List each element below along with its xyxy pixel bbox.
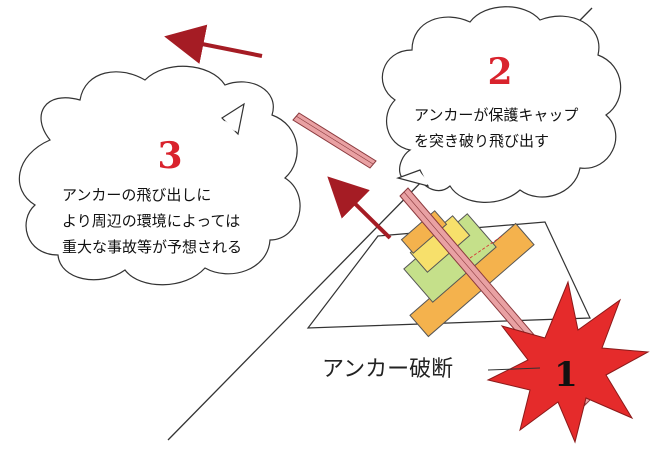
speech-bubble-step-3: 3 アンカーの飛び出しに より周辺の環境によっては 重大な事故等が予想される (18, 65, 301, 286)
fracture-burst: 1 (486, 280, 650, 444)
step-number-1: 1 (554, 355, 578, 395)
bubble-2-outline (381, 6, 622, 203)
fracture-label: アンカー破断 (322, 357, 453, 382)
step-number-3: 3 (157, 135, 182, 177)
bubble-2-line-1: アンカーが保護キャップ (414, 106, 578, 124)
anchor-rod-flying-middle (292, 112, 377, 169)
step-number-2: 2 (487, 51, 512, 93)
anchor-rod-flying-middle-core (295, 115, 374, 165)
fracture-mark-line (469, 235, 503, 259)
speech-bubble-step-2: 2 アンカーが保護キャップ を突き破り飛び出す (381, 6, 622, 203)
bubble-3-tail-join (223, 120, 237, 132)
anchor-block-outline (306, 221, 591, 329)
bubble-3-line-3: 重大な事故等が予想される (62, 238, 242, 256)
fracture-star-icon (486, 280, 650, 444)
flight-arrow-top (164, 24, 263, 64)
bubble-3-line-1: アンカーの飛び出しに (62, 186, 211, 204)
bubble-3-line-2: より周辺の環境によっては (62, 212, 240, 230)
bubble-2-line-2: を突き破り飛び出す (414, 132, 549, 150)
fracture-label-leader (487, 367, 541, 371)
flight-arrow-middle (327, 176, 392, 240)
bubble-2-tail-join (416, 171, 430, 185)
